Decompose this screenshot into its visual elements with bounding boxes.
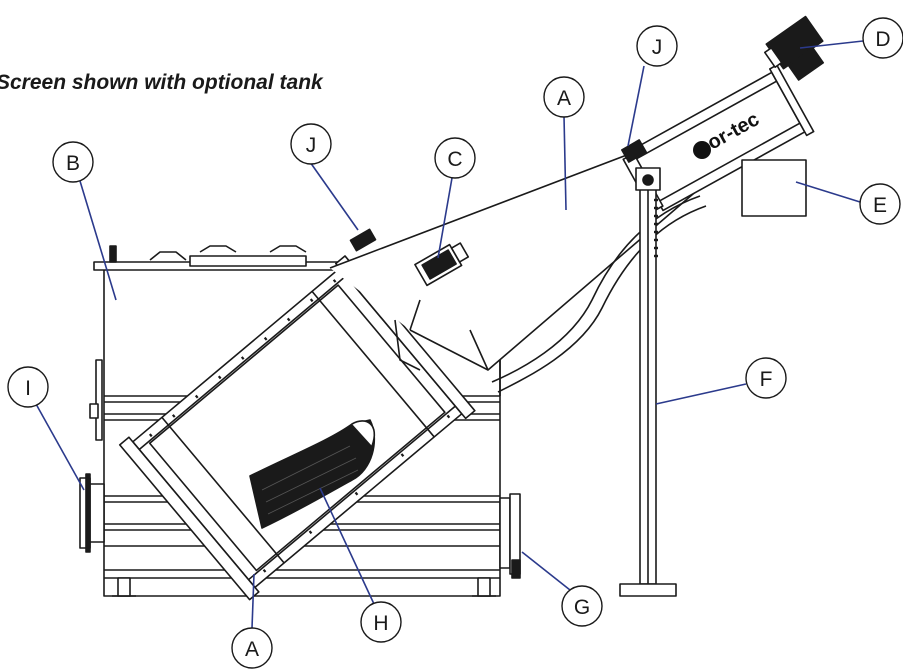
discharge-housing: or-tec [622,64,815,217]
callout-a-top: A [543,76,585,118]
callout-i: I [7,366,49,408]
svg-text:J: J [652,36,663,59]
callout-leaders [35,39,873,629]
motor-d [763,15,825,81]
svg-text:D: D [875,28,890,51]
svg-text:B: B [66,152,80,175]
callout-g: G [561,585,603,627]
svg-text:I: I [25,377,31,400]
callout-f: F [745,357,787,399]
callout-j-left: J [290,123,332,165]
svg-text:J: J [306,134,317,157]
callout-j-right: J [636,25,678,67]
svg-text:C: C [447,148,462,171]
inclined-screen [118,149,707,601]
callout-c: C [434,137,476,179]
bracket-j-left [349,228,377,252]
screen-basket [249,419,376,529]
svg-text:E: E [873,194,887,217]
bracket-j-right [621,139,647,163]
callout-a-bottom: A [231,627,273,669]
svg-text:A: A [245,638,259,661]
svg-text:F: F [760,368,773,391]
callout-h: H [360,601,402,643]
svg-text:H: H [373,612,388,635]
diagram-caption: Screen shown with optional tank [0,71,323,94]
svg-text:A: A [557,87,571,110]
svg-text:G: G [574,596,590,619]
motor-c [414,242,470,287]
callout-d: D [862,17,903,59]
support-stand [619,167,677,597]
callout-e: E [859,183,901,225]
callout-b: B [52,141,94,183]
